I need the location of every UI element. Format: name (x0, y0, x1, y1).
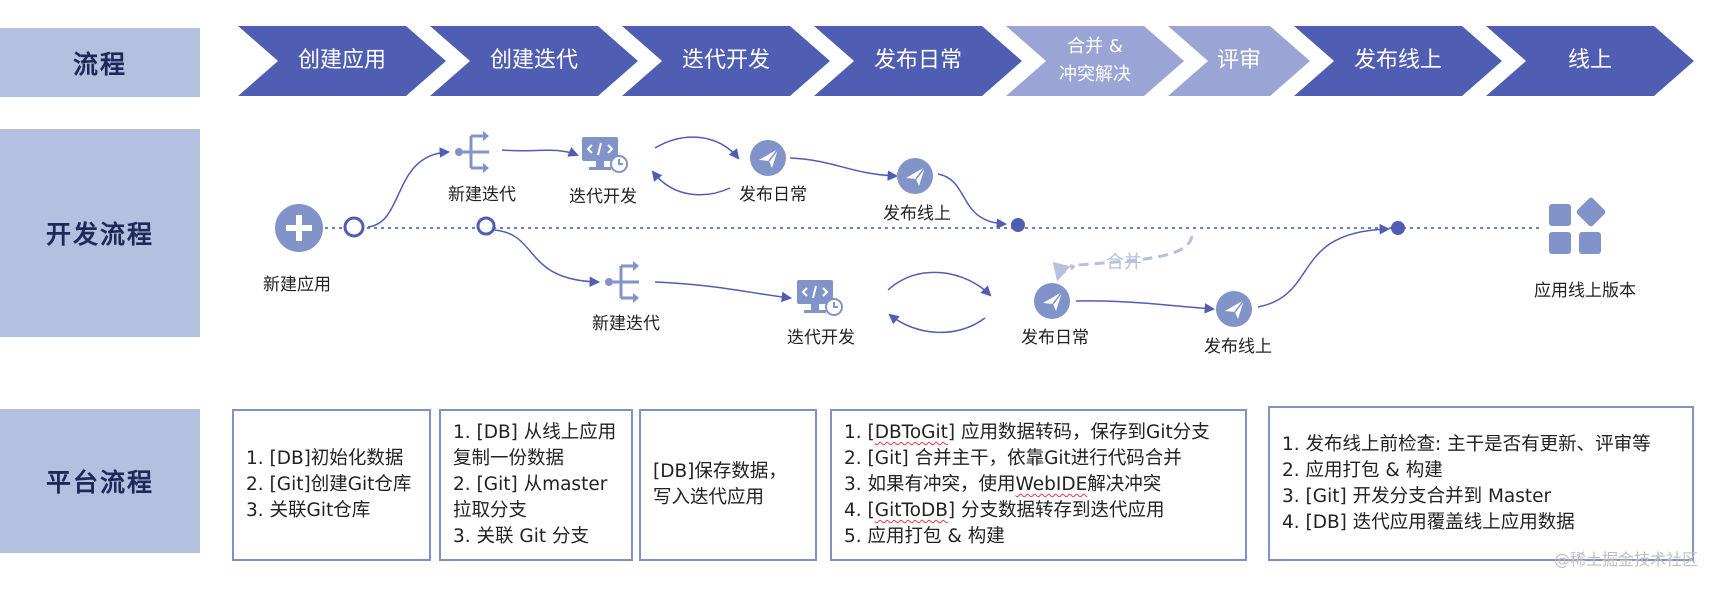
app-start-circle (343, 216, 365, 238)
branch-circle (476, 216, 496, 236)
box5-line-1: 1. 发布线上前检查: 主干是否有更新、评审等 (1282, 433, 1651, 455)
stage-chevron (238, 26, 446, 96)
merge-dot-1 (1011, 218, 1025, 232)
label-bot-iter-new: 新建迭代 (592, 314, 660, 334)
curve-app-to-top-iter (367, 147, 451, 228)
box1-line-1: 1. [DB]初始化数据 (246, 448, 404, 469)
row-label-process: 流程 (0, 28, 200, 97)
loop-top-forward (654, 136, 740, 160)
send-icon-bottom-online (1216, 291, 1252, 327)
label-top-iter-new: 新建迭代 (448, 185, 516, 205)
stage-label: 合并 &冲突解决 (1059, 36, 1131, 85)
curve-bot-daily-to-online (1075, 300, 1216, 314)
stage-label: 发布日常 (873, 48, 962, 73)
box1-line-2: 2. [Git]创建Git仓库 (246, 474, 412, 495)
stage-chevron (622, 26, 830, 96)
platform-box-iteration-dev: [DB]保存数据，写入迭代应用 (639, 409, 817, 561)
label-top-daily: 发布日常 (739, 185, 807, 205)
box4-line-5: 5. 应用打包 & 构建 (844, 526, 1005, 547)
dev-flow-diagram (275, 131, 1606, 334)
merge-dot-2 (1391, 221, 1405, 235)
stage-label: 发布线上 (1353, 48, 1442, 73)
stage-chevron (1006, 26, 1184, 96)
label-merge: 合并 (1106, 252, 1142, 273)
platform-box-create-iteration: 1. [DB] 从线上应用复制一份数据 2. [Git] 从master拉取分支… (439, 409, 633, 561)
stage-chevrons (238, 26, 1694, 96)
box2-line-1: 1. [DB] 从线上应用复制一份数据 (453, 422, 617, 469)
label-bot-daily: 发布日常 (1021, 328, 1089, 348)
stage-label: 创建迭代 (489, 48, 578, 73)
box3-line-1: [DB]保存数据，写入迭代应用 (653, 461, 787, 508)
box4-line-1: 1. [DBToGit] 应用数据转码，保存到Git分支 (844, 422, 1210, 443)
box2-line-3: 3. 关联 Git 分支 (453, 526, 590, 547)
platform-box-create-app: 1. [DB]初始化数据 2. [Git]创建Git仓库 3. 关联Git仓库 (232, 409, 431, 561)
curve-top-daily-to-online (789, 157, 899, 181)
code-monitor-icon-top (582, 137, 628, 173)
stage-label: 迭代开发 (681, 48, 770, 73)
stage-label: 创建应用 (297, 48, 386, 73)
curve-main-to-bot-iter (492, 229, 601, 288)
merge-dashed-arrow (1052, 235, 1194, 282)
app-grid-icon (1549, 197, 1606, 254)
label-app-online-version: 应用线上版本 (1534, 281, 1636, 301)
stage-chevron (1168, 26, 1310, 96)
send-icon-bottom-daily (1034, 283, 1070, 319)
stage-chevron (1486, 26, 1694, 96)
box5-line-4: 4. [DB] 迭代应用覆盖线上应用数据 (1282, 511, 1575, 533)
box4-line-4: 4. [GitToDB] 分支数据转存到迭代应用 (844, 500, 1165, 521)
box4-line-3: 3. 如果有冲突，使用WebIDE解决冲突 (844, 474, 1162, 495)
send-icon-top-online (897, 158, 933, 194)
stage-label: 评审 (1216, 48, 1261, 73)
loop-top-back (651, 170, 731, 196)
watermark: @稀土掘金技术社区 (1553, 550, 1698, 569)
branch-icon-bottom (605, 261, 639, 303)
curve-bot-iter-to-dev (654, 281, 793, 303)
platform-box-publish-online: 1. 发布线上前检查: 主干是否有更新、评审等 2. 应用打包 & 构建 3. … (1268, 406, 1694, 561)
label-bot-iter-dev: 迭代开发 (787, 328, 855, 348)
label-new-app: 新建应用 (263, 275, 331, 295)
platform-box-publish-daily: 1. [DBToGit] 应用数据转码，保存到Git分支 2. [Git] 合并… (830, 409, 1247, 561)
curve-bot-online-to-main (1257, 224, 1391, 308)
curve-top-iter-to-dev (501, 146, 579, 157)
box2-line-2: 2. [Git] 从master拉取分支 (453, 474, 608, 521)
row-label-platform-process: 平台流程 (0, 409, 200, 553)
stage-label: 线上 (1567, 48, 1612, 73)
code-monitor-icon-bottom (797, 280, 843, 316)
row-label-dev-process: 开发流程 (0, 129, 200, 337)
send-icon-top-daily (750, 140, 786, 176)
stage-chevron (1294, 26, 1502, 96)
box5-line-2: 2. 应用打包 & 构建 (1282, 459, 1443, 481)
branch-icon-top (455, 131, 489, 173)
label-top-online: 发布线上 (883, 204, 951, 224)
plus-icon (275, 204, 323, 252)
loop-bot-forward (887, 271, 992, 297)
stage-chevron (430, 26, 638, 96)
loop-bot-back (888, 313, 986, 334)
box4-line-2: 2. [Git] 合并主干，依靠Git进行代码合并 (844, 448, 1182, 469)
box5-line-3: 3. [Git] 开发分支合并到 Master (1282, 485, 1552, 507)
label-bot-online: 发布线上 (1204, 337, 1272, 357)
label-top-iter-dev: 迭代开发 (569, 187, 637, 207)
box1-line-3: 3. 关联Git仓库 (246, 500, 371, 521)
stage-chevron (814, 26, 1022, 96)
curve-top-online-to-main (937, 173, 1008, 229)
